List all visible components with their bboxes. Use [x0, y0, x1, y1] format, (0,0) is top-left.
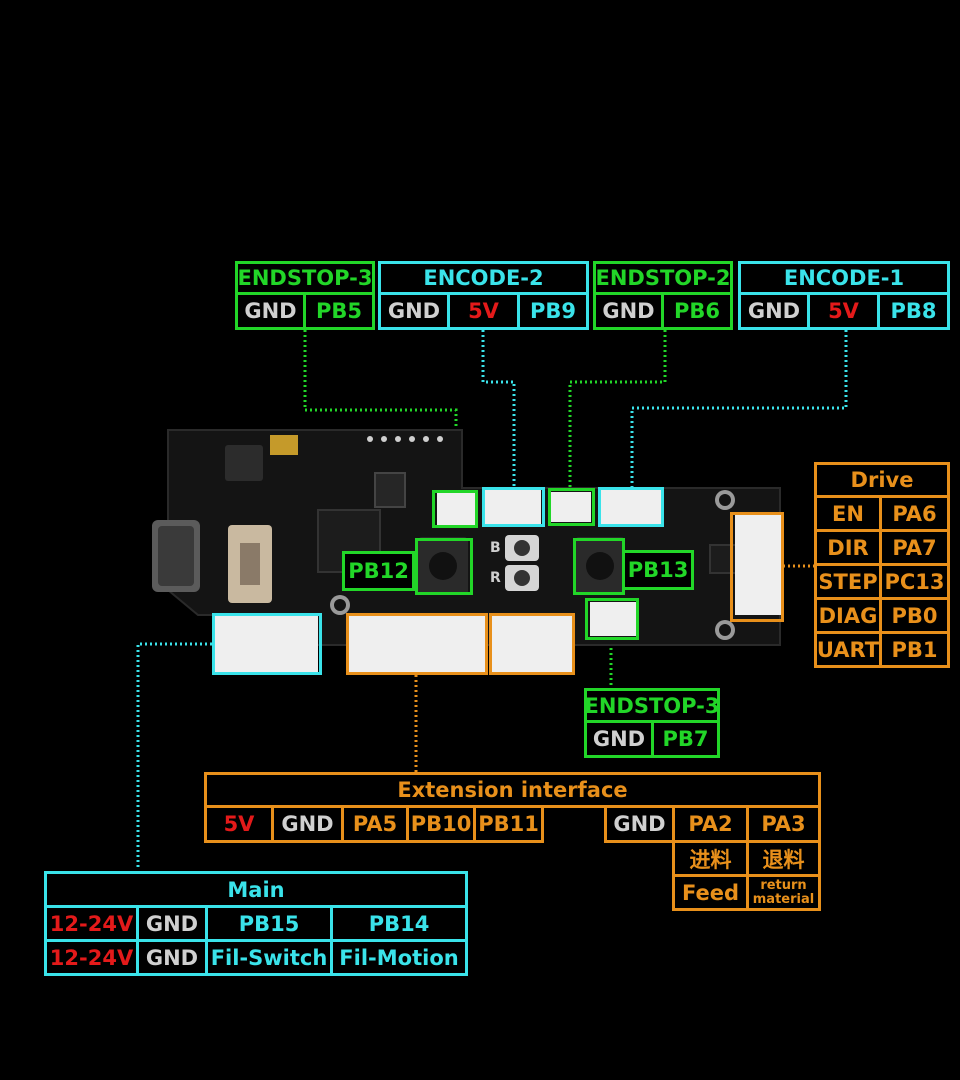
endstop3-pin-gnd: GND [235, 292, 306, 330]
extension-pin: PA2 [672, 805, 749, 843]
encode1-pin-gnd: GND [738, 292, 810, 330]
extension-pin: PA5 [341, 805, 409, 843]
extension-title: Extension interface [204, 772, 821, 808]
endstop3-connector-outline [432, 490, 478, 528]
main-pin-pb15: PB15 [205, 905, 333, 942]
button-r-label: R [490, 570, 501, 586]
encode1-connector-outline [598, 487, 664, 527]
extension-pin-5v: 5V [204, 805, 274, 843]
main-connector [214, 615, 318, 672]
endstop3-title: ENDSTOP-3 [235, 261, 375, 295]
button-b-label: B [490, 540, 501, 556]
driver-chip [709, 544, 739, 574]
drive-row-pin: PA6 [879, 495, 950, 532]
extension-pin: PA3 [746, 805, 821, 843]
endstop-bottom-connector-outline [585, 598, 639, 640]
pb13-label: PB13 [622, 550, 694, 590]
drive-row-pin: PB1 [879, 631, 950, 668]
pcb-board [152, 429, 783, 672]
endstop2-pin-signal: PB6 [661, 292, 733, 330]
main-title: Main [44, 871, 468, 908]
feed-label-cn: 进料 [672, 840, 749, 877]
capacitor [270, 435, 298, 455]
main-power-pin: 12-24V [44, 939, 139, 976]
main-fil-switch: Fil-Switch [205, 939, 333, 976]
return-label-en: return material [746, 874, 821, 911]
encode2-pin-5v: 5V [447, 292, 520, 330]
feed-connector-outline [489, 613, 575, 675]
endstop2-connector-outline [548, 488, 595, 526]
main-connector-outline [212, 613, 322, 675]
return-label-cn: 退料 [746, 840, 821, 877]
endstop3-pin-signal: PB5 [303, 292, 375, 330]
drive-row-label: EN [814, 495, 882, 532]
extension-pin: PB10 [406, 805, 476, 843]
endstop-bottom-pin-gnd: GND [584, 720, 654, 758]
drive-row-pin: PC13 [879, 563, 950, 600]
encode2-connector-outline [482, 487, 545, 527]
drive-row-label: DIR [814, 529, 882, 566]
encode1-title: ENCODE-1 [738, 261, 950, 295]
extension-connector [349, 615, 485, 672]
encode1-pin-signal: PB8 [877, 292, 950, 330]
endstop2-title: ENDSTOP-2 [593, 261, 733, 295]
extension-connector-outline [346, 613, 488, 675]
drive-row-label: DIAG [814, 597, 882, 634]
extension-pin-gnd: GND [271, 805, 344, 843]
drive-row-pin: PB0 [879, 597, 950, 634]
feed-connector [492, 615, 572, 672]
extension-pin: PB11 [473, 805, 544, 843]
pb12-label: PB12 [342, 551, 415, 591]
encode2-title: ENCODE-2 [378, 261, 589, 295]
pb12-button-outline [415, 538, 473, 595]
encode1-pin-5v: 5V [807, 292, 880, 330]
main-pin-pb14: PB14 [330, 905, 468, 942]
endstop-bottom-title: ENDSTOP-3 [584, 688, 720, 723]
inductor [225, 445, 263, 481]
endstop-bottom-pin-signal: PB7 [651, 720, 720, 758]
drive-row-pin: PA7 [879, 529, 950, 566]
main-power-pin: 12-24V [44, 905, 139, 942]
drive-title: Drive [814, 462, 950, 498]
pb13-button-outline [573, 538, 625, 595]
drive-connector [735, 515, 783, 615]
encode2-pin-gnd: GND [378, 292, 450, 330]
feed-label-en: Feed [672, 874, 749, 911]
main-gnd-pin: GND [136, 939, 208, 976]
drive-row-label: UART [814, 631, 882, 668]
encode2-pin-signal: PB9 [517, 292, 589, 330]
main-fil-motion: Fil-Motion [330, 939, 468, 976]
drive-connector-outline [730, 512, 784, 622]
main-gnd-pin: GND [136, 905, 208, 942]
drive-row-label: STEP [814, 563, 882, 600]
endstop2-pin-gnd: GND [593, 292, 664, 330]
extension-pin-gnd: GND [604, 805, 675, 843]
